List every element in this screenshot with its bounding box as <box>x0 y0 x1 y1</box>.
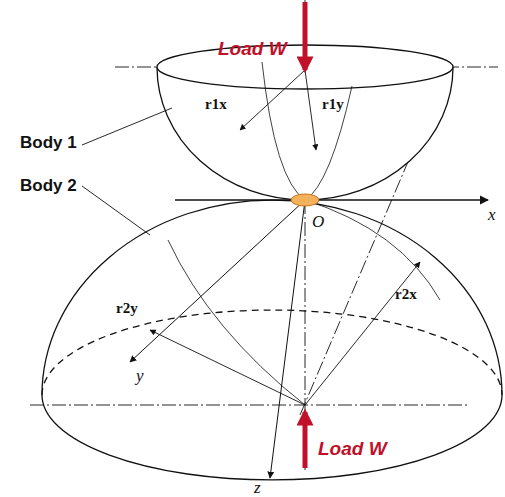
axis-label: x <box>488 205 496 225</box>
leader-line <box>82 108 172 145</box>
radius-arrow <box>305 70 316 150</box>
radius-label: r1x <box>205 96 227 113</box>
part-name: Body 1 <box>20 133 77 153</box>
center-line <box>305 200 306 470</box>
load-arrow <box>303 412 308 468</box>
radius-arrow <box>305 262 420 405</box>
axis-label: y <box>136 366 144 386</box>
load-label: Load W <box>318 438 387 460</box>
radius-arrow <box>150 330 305 405</box>
section-curve <box>305 200 440 300</box>
y-axis <box>130 200 305 362</box>
radius-label: r1y <box>322 96 344 113</box>
body-2-outline <box>42 200 502 395</box>
x-axis <box>175 199 488 200</box>
section-curve <box>262 62 352 200</box>
axis-label: z <box>254 478 261 497</box>
load-label: Load W <box>218 38 287 60</box>
z-axis <box>270 200 305 478</box>
load-arrow <box>303 2 308 70</box>
radius-label: r2y <box>116 300 138 317</box>
contact-patch <box>291 194 319 206</box>
center-line <box>30 405 470 406</box>
body-2-base-front <box>42 395 502 480</box>
section-curve <box>168 240 305 405</box>
body-2-base-back <box>42 310 502 395</box>
origin-label: O <box>312 212 324 232</box>
part-name: Body 2 <box>20 176 77 196</box>
radius-label: r2x <box>395 286 417 303</box>
leader-line <box>82 186 150 235</box>
radius-arrow <box>240 70 305 130</box>
